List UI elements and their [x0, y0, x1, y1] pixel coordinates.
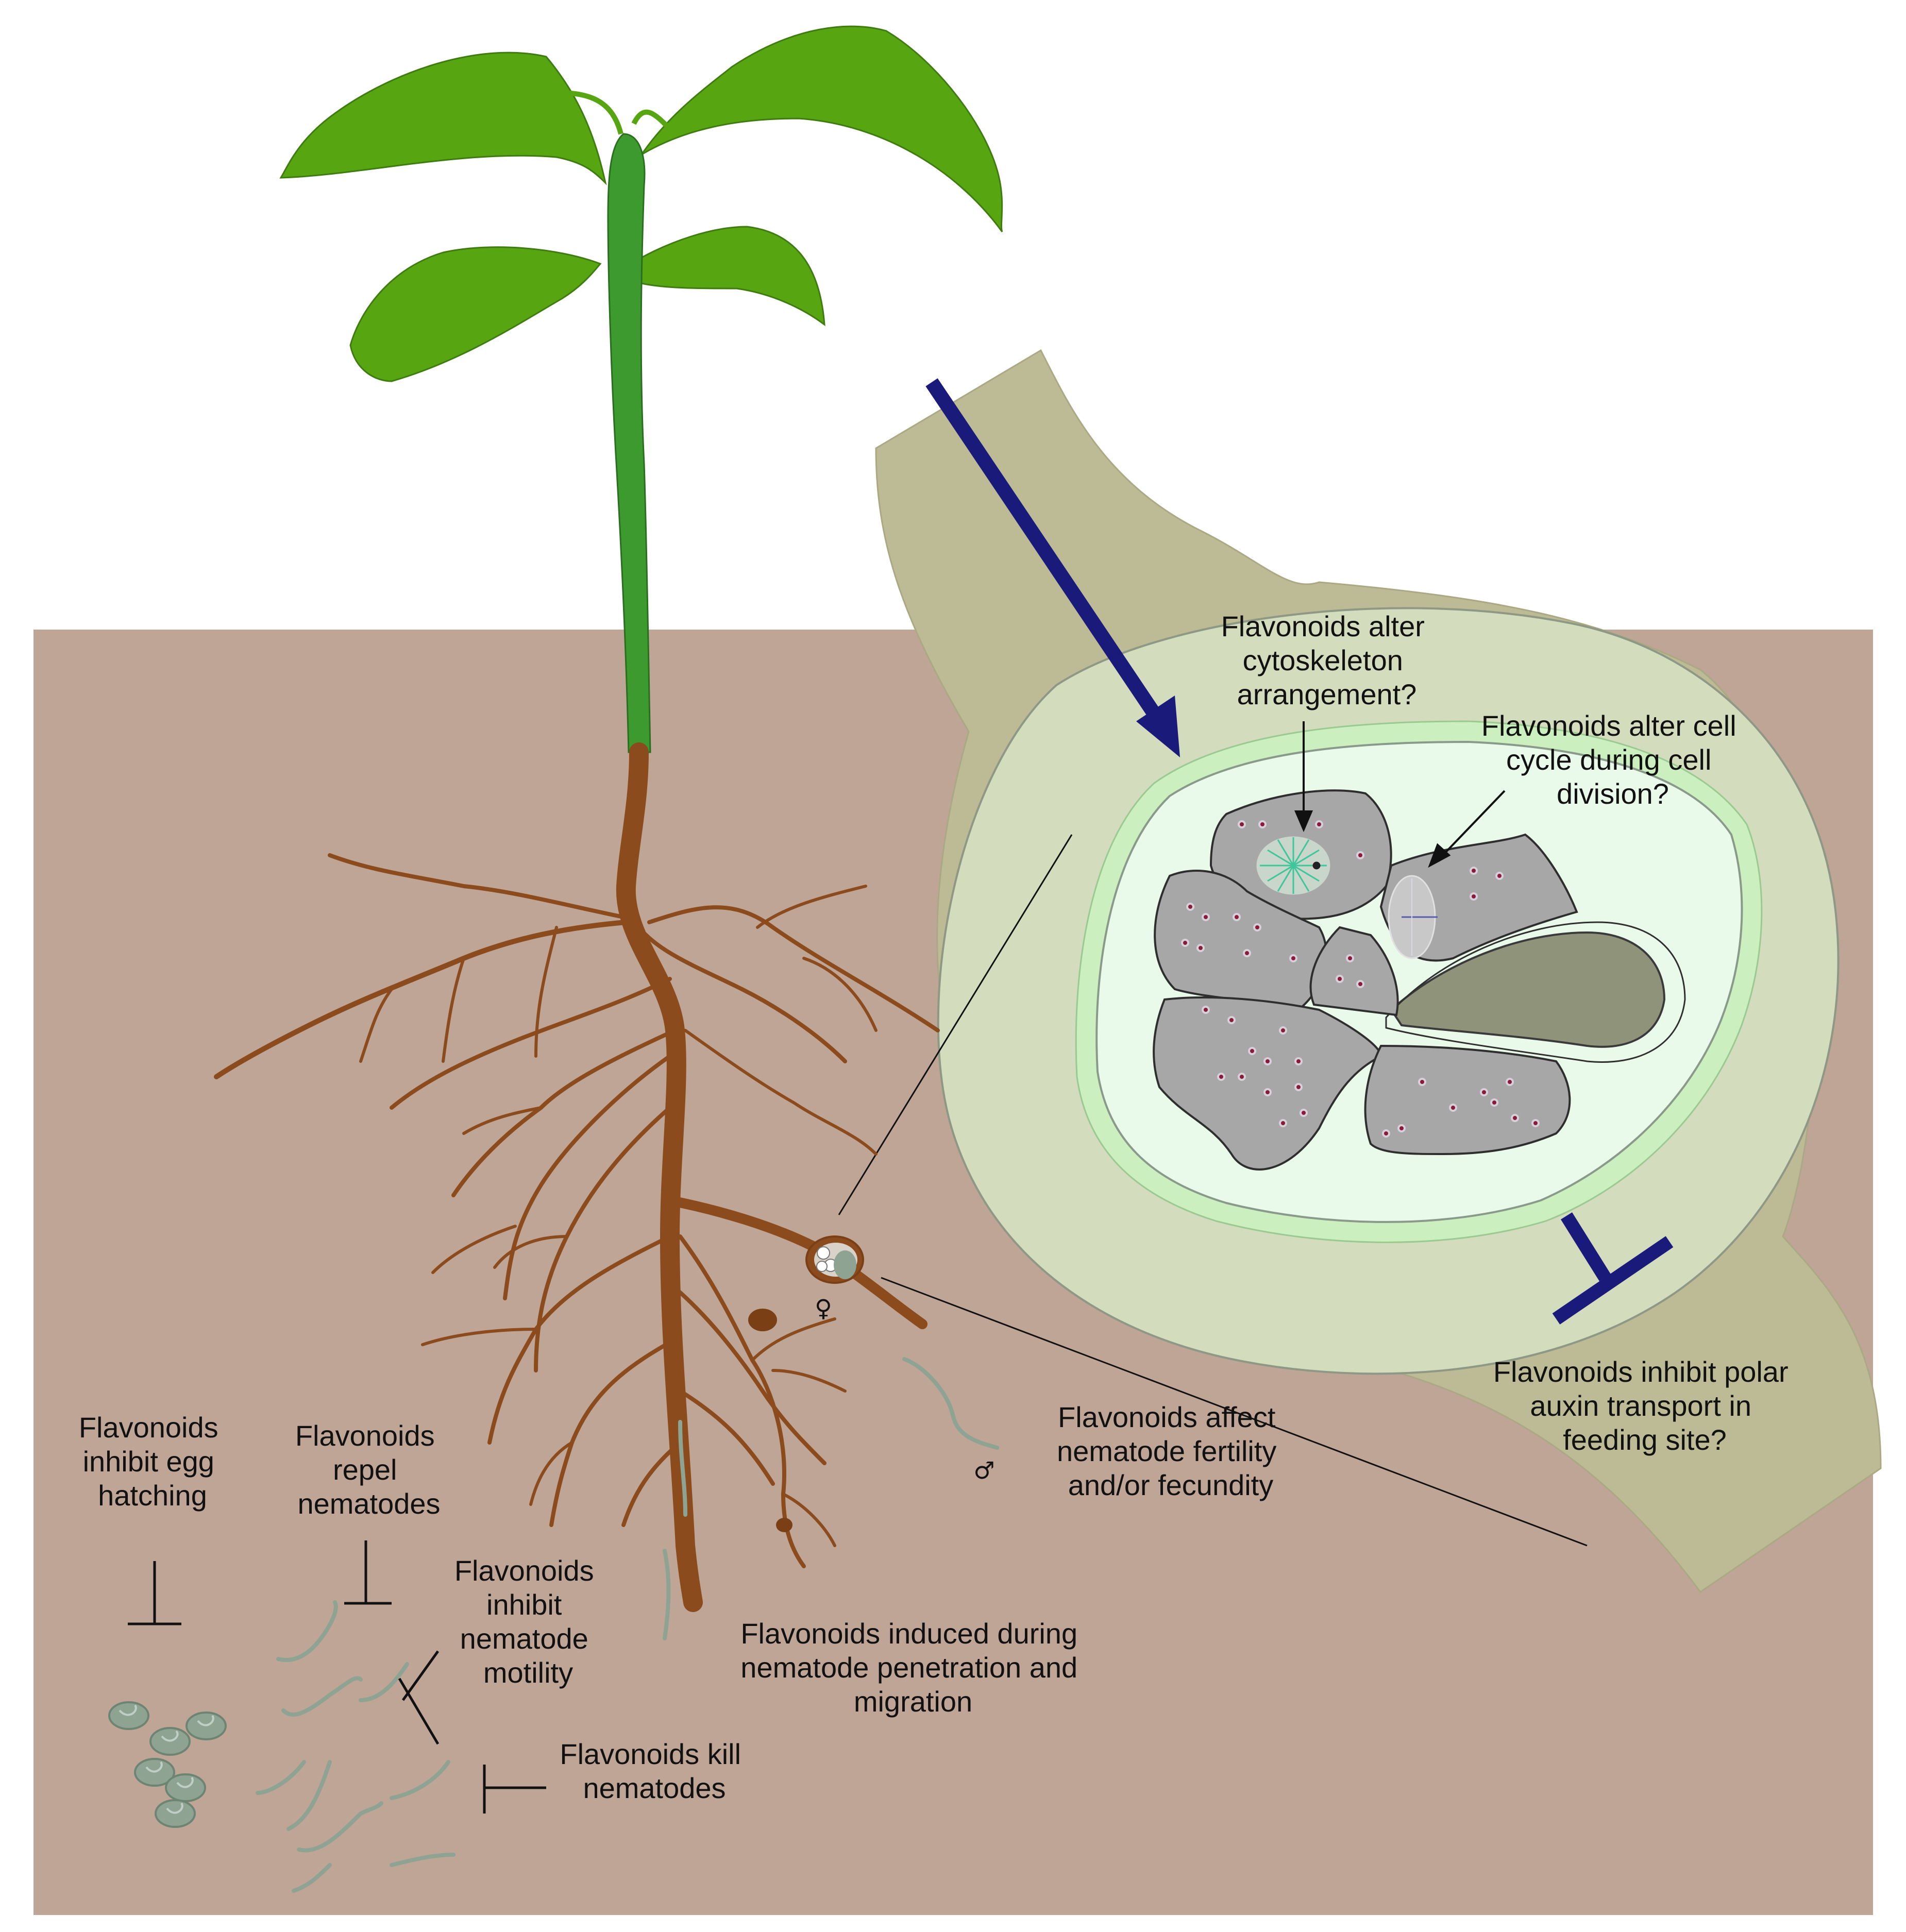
leaf-top-right: [640, 25, 1003, 232]
label-motility: Flavonoids inhibit nematode motility: [454, 1554, 602, 1689]
cytoskeleton-filaments: [1256, 836, 1330, 895]
zoom-arrow: [925, 378, 1180, 757]
root-gall-1: [748, 1309, 777, 1331]
egg-juvenile-curls: [119, 1704, 214, 1814]
label-repel: Flavonoids repel nematodes: [295, 1419, 443, 1520]
xylem-vessel: [1390, 931, 1666, 1048]
nematode-eggs: [108, 1701, 227, 1828]
root-gall-2: [776, 1518, 792, 1532]
giant-cell-6: [1364, 1044, 1571, 1156]
callout-arrows: [1294, 721, 1506, 868]
female-nematode-gall: [805, 1235, 864, 1284]
label-auxin: Flavonoids inhibit polar auxin transport…: [1493, 1355, 1796, 1456]
inhibition-symbols: [128, 1540, 546, 1814]
nematodes: [256, 1357, 999, 1893]
zoom-line-upper: [838, 834, 1073, 1215]
auxin-inhibition-symbol: [1552, 1212, 1674, 1325]
label-kill: Flavonoids kill nematodes: [560, 1738, 749, 1804]
cell-nuclei: [1181, 820, 1540, 1138]
leaf-petiole: [559, 90, 672, 135]
plant-leaves: [279, 25, 1003, 382]
giant-cell-3: [1309, 926, 1399, 1016]
plant-stem: [607, 133, 651, 753]
label-induced: Flavonoids induced during nematode penet…: [740, 1617, 1085, 1718]
giant-cell-5: [1153, 996, 1382, 1171]
mitotic-spindle: [1388, 875, 1438, 959]
label-fertility: Flavonoids affect nematode fertility and…: [1057, 1401, 1285, 1501]
leaf-mid-right: [640, 226, 825, 327]
zoom-line-lower: [881, 1277, 1588, 1547]
female-symbol: ♀: [815, 1294, 832, 1322]
xylem-outline: [1385, 921, 1686, 1063]
male-symbol: ♂: [973, 1456, 994, 1484]
leaf-top-left: [279, 52, 607, 185]
giant-cells: [1153, 789, 1578, 1171]
label-cell-cycle: Flavonoids alter cell cycle during cell …: [1481, 709, 1744, 810]
label-cytoskeleton: Flavonoids alter cytoskeleton arrangemen…: [1221, 610, 1433, 710]
label-egg-hatching: Flavonoids inhibit egg hatching: [79, 1411, 226, 1512]
leaf-mid-left: [349, 246, 602, 382]
